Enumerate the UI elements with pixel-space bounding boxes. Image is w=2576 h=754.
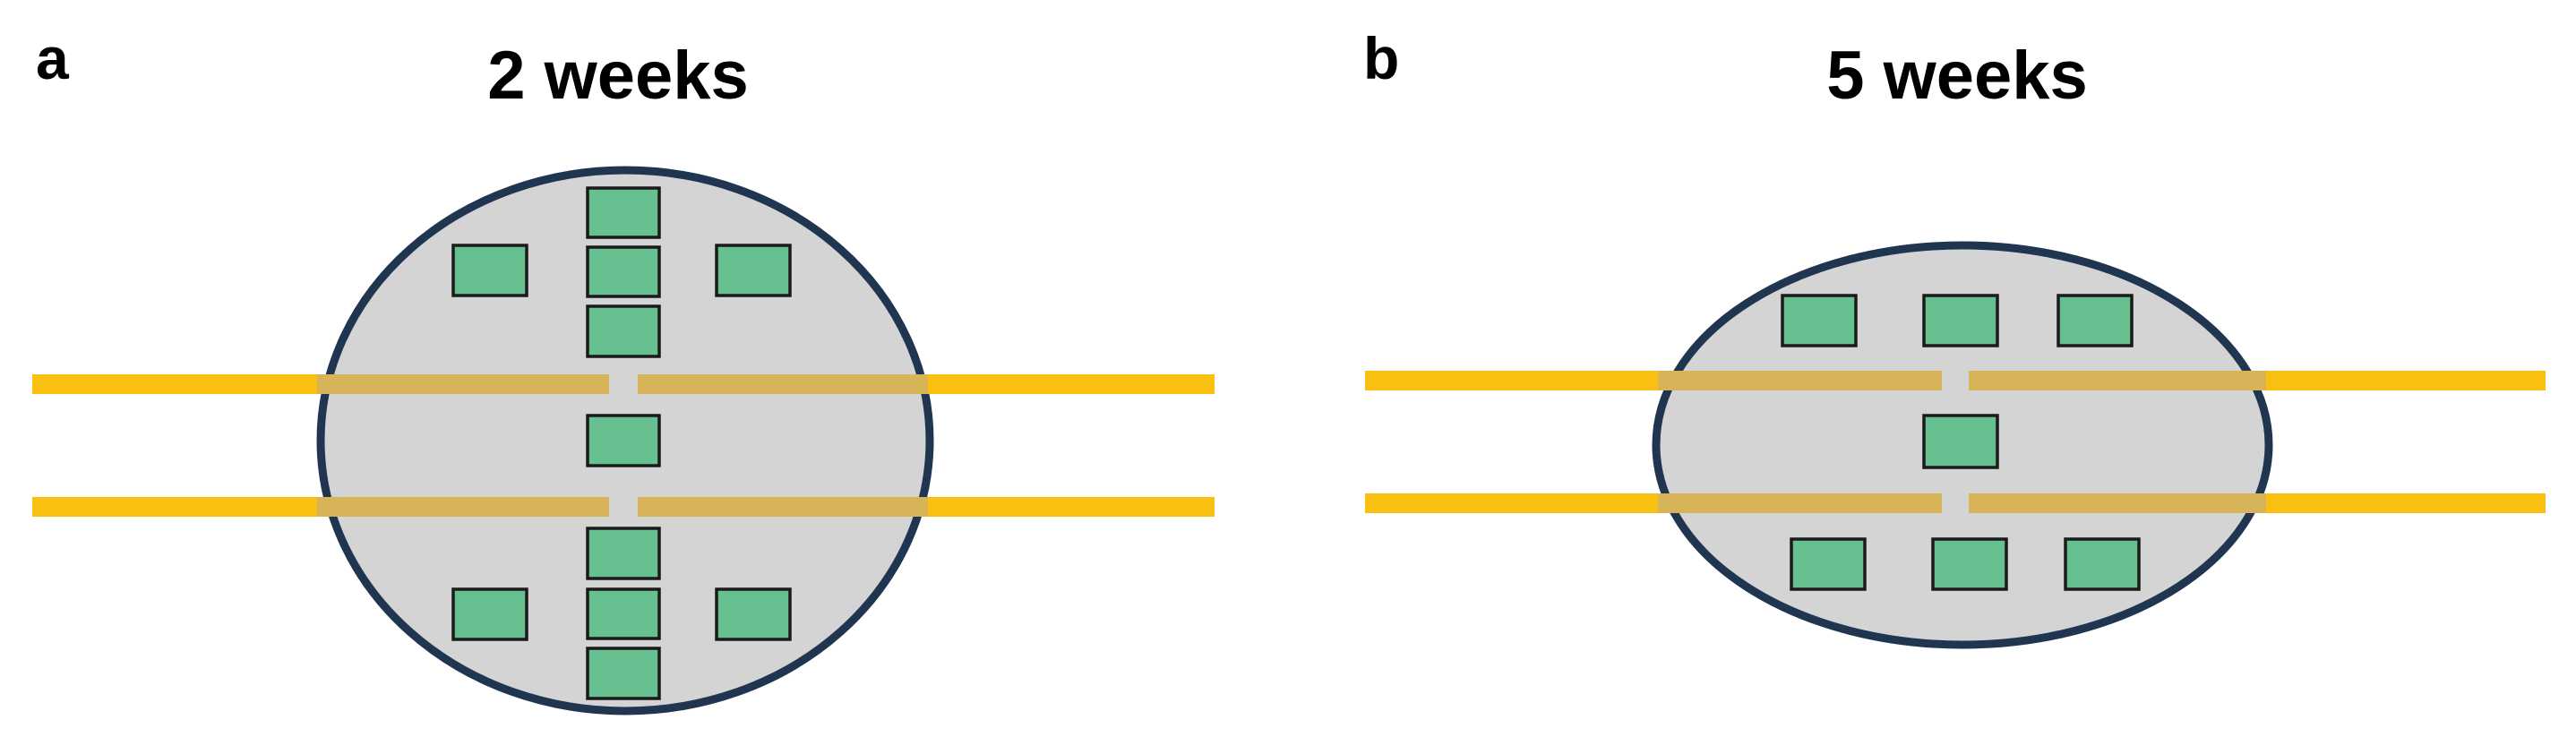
panel-a-upper-line-inner-left bbox=[317, 374, 609, 394]
panel-b-upper-line-left bbox=[1365, 371, 1658, 390]
panel-a-cell-bottom-3 bbox=[586, 647, 661, 700]
panel-a-cell-bottom-1 bbox=[586, 527, 661, 580]
panel-b-upper-line-inner-left bbox=[1658, 371, 1942, 390]
panel-a-cell-top-left bbox=[451, 244, 528, 297]
panel-a-cell-top-2 bbox=[586, 245, 661, 298]
panel-a-cell-top-1 bbox=[586, 186, 661, 239]
panel-b-lower-line-inner-left bbox=[1658, 493, 1942, 513]
panel-a: a 2 weeks bbox=[32, 25, 1215, 715]
panel-a-cell-bottom-left bbox=[451, 587, 528, 641]
panel-b-cell-top-center bbox=[1922, 294, 1999, 347]
panel-a-cell-top-right bbox=[715, 244, 792, 297]
panel-b-upper-line-right bbox=[2266, 371, 2546, 390]
panel-b-cells bbox=[1781, 294, 2141, 591]
panel-a-title: 2 weeks bbox=[487, 38, 749, 114]
panel-b-letter: b bbox=[1363, 25, 1399, 91]
panel-a-cells bbox=[451, 186, 792, 700]
panel-a-lower-line-right bbox=[928, 497, 1215, 517]
panel-b-cell-bottom-left bbox=[1790, 537, 1867, 591]
panel-b-cell-bottom-center bbox=[1931, 537, 2008, 591]
panel-a-cell-top-3 bbox=[586, 304, 661, 358]
panel-a-lower-line-inner-left bbox=[317, 497, 609, 517]
panel-a-cell-bottom-right bbox=[715, 587, 792, 641]
panel-a-upper-line-left bbox=[32, 374, 317, 394]
panel-b-cell-top-right bbox=[2057, 294, 2134, 347]
panel-a-upper-line-inner-right bbox=[638, 374, 928, 394]
panel-b-cell-middle bbox=[1922, 414, 1999, 469]
panel-b-lower-line-inner-right bbox=[1969, 493, 2266, 513]
panel-a-cell-bottom-2 bbox=[586, 587, 661, 640]
panel-a-letter: a bbox=[36, 25, 70, 91]
panel-a-cell-middle bbox=[586, 414, 661, 467]
panel-b-upper-line-inner-right bbox=[1969, 371, 2266, 390]
panel-a-lower-line-left bbox=[32, 497, 317, 517]
panel-b-lower-line-right bbox=[2266, 493, 2546, 513]
panel-b-title: 5 weeks bbox=[1826, 38, 2088, 114]
panel-b-lower-line-left bbox=[1365, 493, 1658, 513]
panel-b-cell-bottom-right bbox=[2064, 537, 2141, 591]
panel-a-lower-line-inner-right bbox=[638, 497, 928, 517]
panel-a-upper-line-right bbox=[928, 374, 1215, 394]
panel-b-cell-top-left bbox=[1781, 294, 1858, 347]
panel-b: b 5 weeks bbox=[1363, 25, 2546, 649]
